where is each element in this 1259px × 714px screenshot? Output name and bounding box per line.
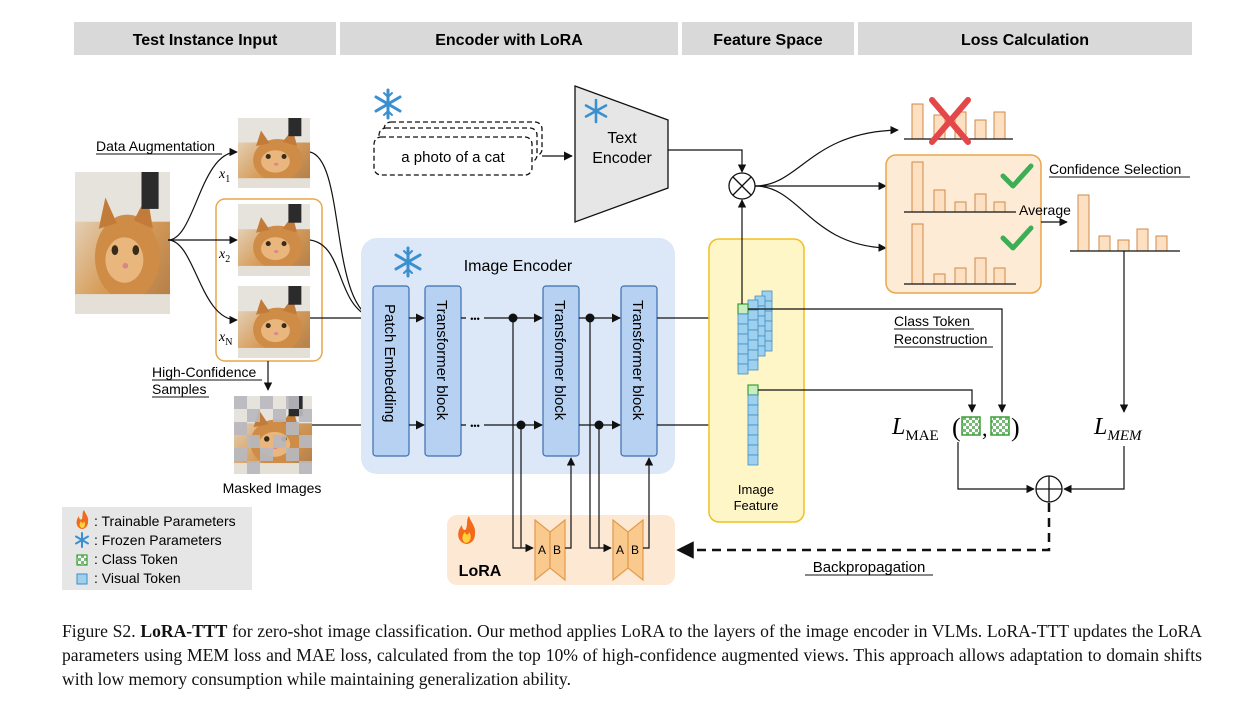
class-token-reconstruction-label-2: Reconstruction: [894, 331, 987, 347]
transformer-block-3: [620, 285, 658, 457]
text-prompt-label: a photo of a cat: [401, 149, 505, 166]
caption-method-name: LoRA-TTT: [140, 621, 228, 641]
masked-image: [234, 396, 312, 474]
augmented-view-xn: [238, 286, 310, 358]
reconstructed-class-token-2: [990, 416, 1010, 436]
l-mem-label: LMEM: [1093, 414, 1143, 444]
image-encoder-label: Image Encoder: [464, 258, 573, 275]
snowflake-icon: [75, 532, 89, 548]
snowflake-icon: [374, 88, 402, 120]
x2-label: x2: [218, 247, 230, 265]
sum-node: [1035, 475, 1063, 503]
transformer-block-3-label: Transformer block: [629, 300, 646, 421]
text-encoder-label-1: Text: [607, 130, 637, 147]
header-text-loss-calculation: Loss Calculation: [961, 32, 1089, 49]
header-text-test-instance-input: Test Instance Input: [133, 32, 278, 49]
l-mae-label: LMAE: [891, 414, 939, 444]
transformer-block-2: [542, 285, 580, 457]
augmented-view-x1: [238, 118, 310, 188]
lora-a-label: A: [538, 543, 546, 557]
header-encoder-with-lora: [340, 22, 678, 55]
transformer-block-1-label: Transformer block: [433, 300, 450, 421]
l-mae-comma: ,: [982, 416, 988, 441]
fire-icon: [76, 510, 89, 529]
data-augmentation-label: Data Augmentation: [96, 138, 215, 154]
averaged-prediction-bars: [1077, 194, 1168, 252]
high-confidence-label-2: Samples: [152, 381, 206, 397]
lora-b-label: B: [553, 543, 561, 557]
image-feature-label-2: Feature: [734, 498, 779, 513]
image-feature-box: [708, 238, 805, 523]
check-icon: [1000, 225, 1034, 251]
check-icon: [1000, 163, 1034, 189]
legend-class-token-label: : Class Token: [94, 551, 178, 567]
lora-label: LoRA: [459, 563, 502, 580]
text-prompt: [373, 136, 533, 176]
confidence-selection-box: [885, 154, 1042, 294]
patch-embedding-label: Patch Embedding: [381, 304, 398, 422]
snowflake-icon: [584, 98, 608, 124]
lora-ttt-diagram: Test Instance Input Encoder with LoRA Fe…: [62, 22, 1192, 590]
header-feature-space: [682, 22, 854, 55]
visual-token-stack: [737, 290, 773, 375]
legend-box: [62, 507, 252, 590]
text-encoder-label-2: Encoder: [592, 150, 652, 167]
snowflake-icon: [394, 246, 422, 278]
caption-text: for zero-shot image classification. Our …: [62, 621, 1202, 689]
x1-label: x1: [218, 167, 230, 185]
visual-token-icon: [76, 573, 88, 585]
masked-token-column: [747, 384, 759, 466]
legend: : Trainable Parameters : Frozen Paramete…: [62, 507, 252, 590]
figure-caption: Figure S2. LoRA-TTT for zero-shot image …: [62, 619, 1202, 691]
legend-trainable-label: : Trainable Parameters: [94, 513, 236, 529]
lora-module-2: A B: [612, 518, 644, 582]
high-confidence-label-1: High-Confidence: [152, 364, 256, 380]
header-loss-calculation: [858, 22, 1192, 55]
column-headers: Test Instance Input Encoder with LoRA Fe…: [74, 22, 1192, 55]
masked-images-label: Masked Images: [223, 480, 322, 496]
ellipsis-top: •••: [470, 314, 479, 324]
average-label: Average: [1019, 202, 1071, 218]
text-encoder: [574, 85, 669, 223]
header-test-instance-input: [74, 22, 336, 55]
lora-module-1: A B: [534, 518, 566, 582]
transformer-block-1: [424, 285, 462, 457]
selected-prediction-bars-2: [911, 223, 1006, 285]
xn-label: xN: [218, 330, 232, 348]
fire-icon: [458, 516, 476, 544]
cross-icon: [929, 97, 971, 145]
class-token-reconstruction-label-1: Class Token: [894, 313, 970, 329]
legend-frozen-label: : Frozen Parameters: [94, 532, 222, 548]
text-prompt-cards: a photo of a cat: [373, 121, 543, 176]
l-mae-open-paren: (: [952, 413, 961, 442]
lora-b-label: B: [631, 543, 639, 557]
header-text-feature-space: Feature Space: [713, 32, 822, 49]
image-feature-label-1: Image: [738, 482, 774, 497]
reconstructed-class-token-1: [961, 416, 981, 436]
ellipsis-bottom: •••: [470, 421, 479, 431]
backpropagation-label: Backpropagation: [813, 559, 926, 576]
multiply-node: [728, 172, 756, 200]
patch-embedding-block: [372, 285, 410, 457]
class-token-icon: [76, 554, 88, 566]
legend-visual-token-label: : Visual Token: [94, 570, 181, 586]
header-text-encoder-with-lora: Encoder with LoRA: [435, 32, 583, 49]
l-mae-close-paren: ): [1011, 413, 1020, 442]
transformer-block-2-label: Transformer block: [551, 300, 568, 421]
augmented-view-x2: [238, 204, 310, 276]
lora-a-label: A: [616, 543, 624, 557]
selected-views-box: [215, 198, 323, 362]
caption-figure-number: Figure S2.: [62, 621, 136, 641]
original-test-image: [75, 172, 170, 314]
confidence-selection-label: Confidence Selection: [1049, 161, 1181, 177]
